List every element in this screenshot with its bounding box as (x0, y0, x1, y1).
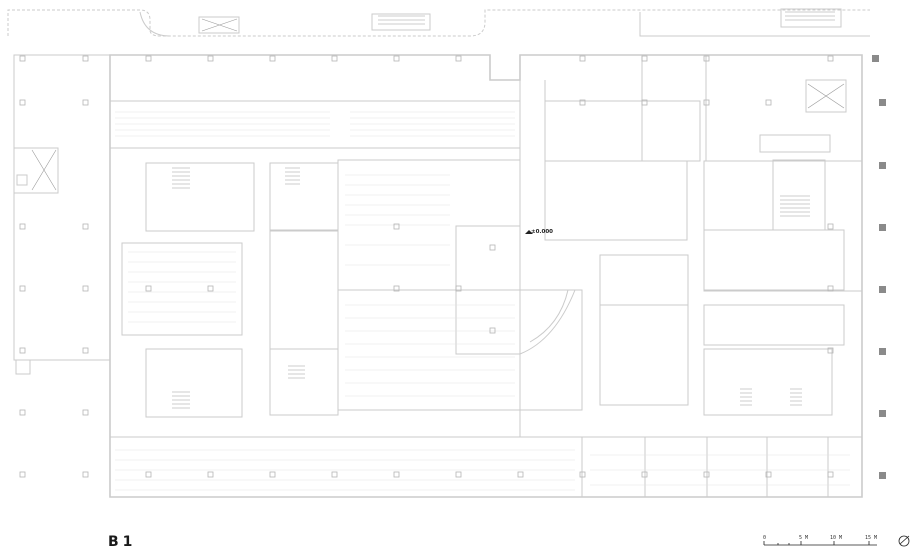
elevation-marker: ±0.000 (525, 229, 553, 235)
scale-label-0: 0 (763, 535, 766, 541)
scale-bar-icon (763, 541, 877, 546)
north-arrow-icon (898, 535, 910, 547)
level-label: B1 (108, 534, 137, 550)
scale-label-5: 5 M (799, 535, 808, 541)
scale-label-15: 15 M (865, 535, 877, 541)
scale-label-10: 10 M (830, 535, 842, 541)
elevation-label: ±0.000 (531, 229, 553, 235)
